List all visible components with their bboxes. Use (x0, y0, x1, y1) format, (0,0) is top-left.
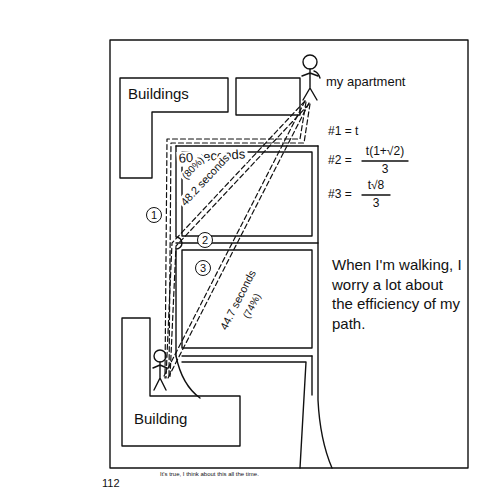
building-outline (122, 318, 240, 446)
walking-path (163, 101, 305, 378)
place-label: my apartment (324, 75, 407, 90)
formula-denominator: 3 (371, 197, 382, 211)
road-edge (176, 145, 318, 146)
walking-path (166, 101, 305, 378)
figure-body (302, 69, 318, 100)
formula-numerator: t√8 (366, 179, 387, 193)
callout-number: 3 (195, 260, 211, 276)
formula-denominator: 3 (380, 163, 391, 177)
building-block: Building (122, 318, 240, 446)
panel-border (110, 40, 468, 468)
figure-body (153, 362, 167, 390)
callout-number: 2 (197, 232, 213, 248)
walking-path (170, 104, 309, 377)
building-outline (236, 78, 300, 115)
caption: It's true, I think about this all the ti… (158, 471, 261, 478)
stick-figure (153, 350, 167, 390)
fraction-bar (362, 194, 390, 195)
figure-head (303, 55, 317, 69)
callout-number: 1 (146, 207, 162, 223)
road-edge (182, 362, 306, 468)
formula: #2 = (326, 154, 354, 168)
building-label: Buildings (128, 85, 189, 102)
fraction-bar (362, 160, 408, 161)
figure-head (154, 350, 166, 362)
page-number: 112 (100, 477, 122, 490)
park-block (182, 250, 312, 348)
road-edge (311, 356, 312, 395)
building-label: Building (134, 410, 187, 427)
stick-figure (302, 55, 318, 100)
road-edge (182, 355, 312, 356)
formula: #3 = (326, 188, 354, 202)
formula-numerator: t(1+√2) (364, 145, 406, 159)
walking-path (167, 103, 309, 380)
comic-text: When I'm walking, I worry a lot about th… (330, 255, 466, 333)
formula: #1 = t (326, 125, 360, 139)
leader-line (314, 71, 320, 78)
